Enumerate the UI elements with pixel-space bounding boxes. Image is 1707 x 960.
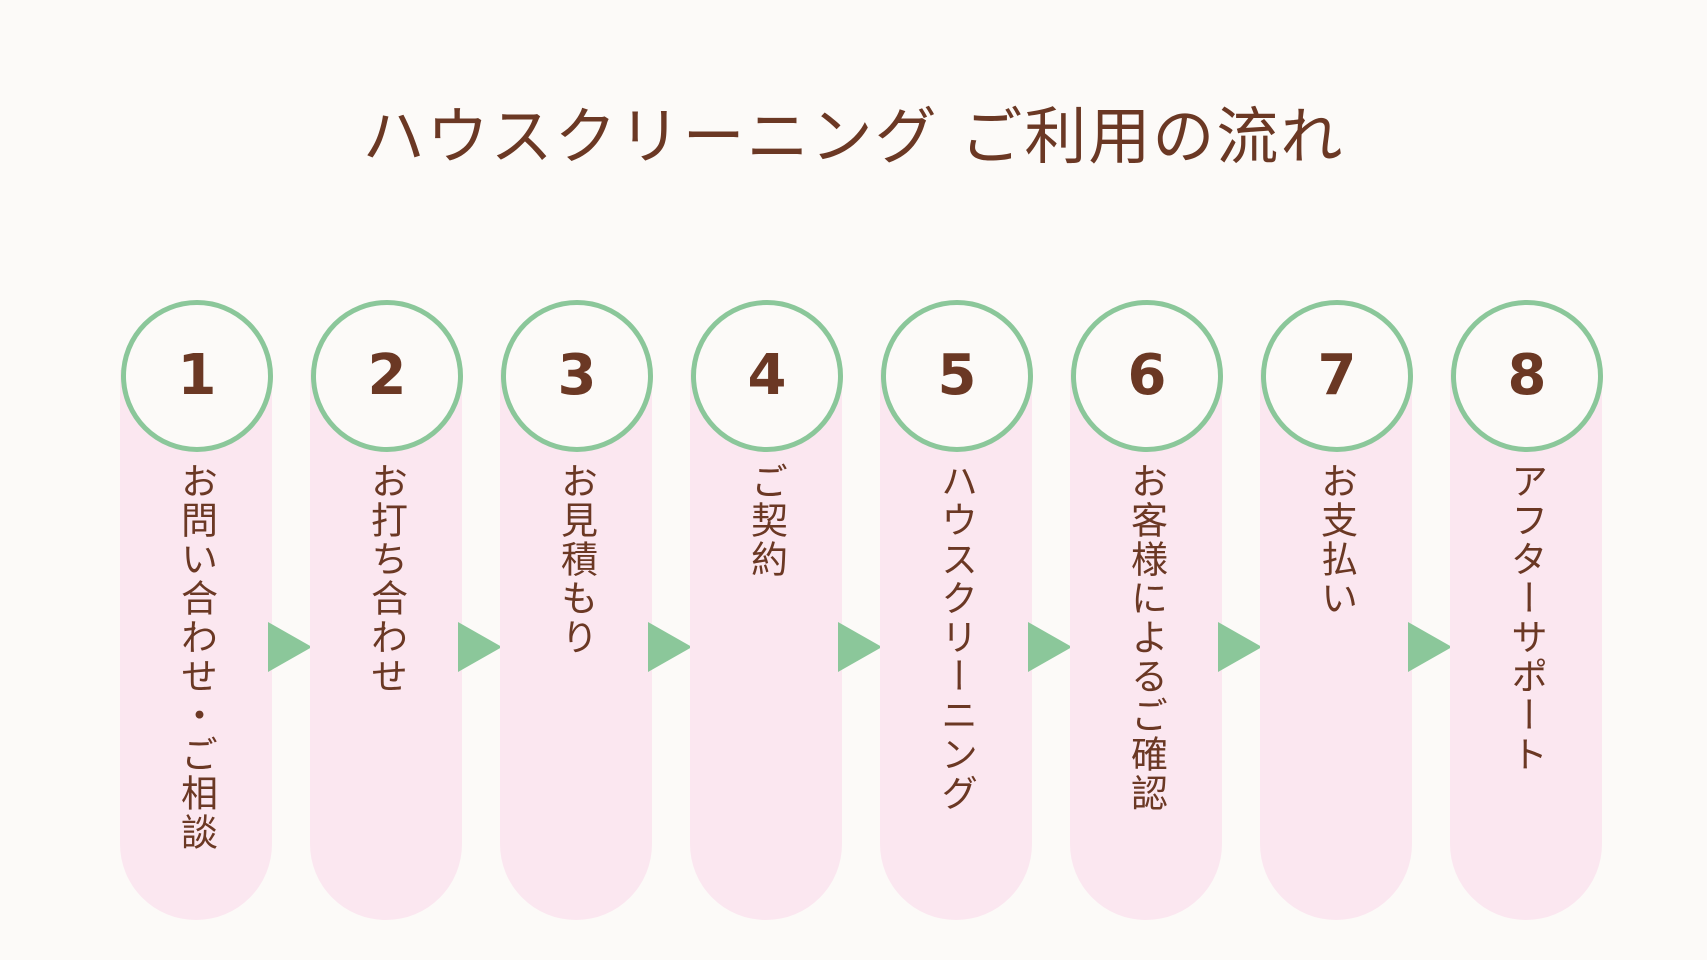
step-8: 8 アフターサポート bbox=[1450, 300, 1603, 920]
arrow-right-icon bbox=[648, 622, 692, 672]
step-number: 5 bbox=[937, 343, 977, 408]
step-5: 5 ハウスクリーニング bbox=[880, 300, 1033, 920]
arrow-right-icon bbox=[1028, 622, 1072, 672]
step-7: 7 お支払い bbox=[1260, 300, 1413, 920]
step-number-circle: 8 bbox=[1451, 300, 1603, 452]
step-label: お客様によるご確認 bbox=[1124, 462, 1168, 813]
step-pill bbox=[1260, 370, 1412, 920]
step-label: お打ち合わせ bbox=[364, 462, 408, 696]
step-number-circle: 5 bbox=[881, 300, 1033, 452]
step-label: お問い合わせ・ご相談 bbox=[174, 462, 218, 852]
step-1: 1 お問い合わせ・ご相談 bbox=[120, 300, 273, 920]
step-label: お支払い bbox=[1314, 462, 1358, 618]
arrow-right-icon bbox=[838, 622, 882, 672]
step-number-circle: 7 bbox=[1261, 300, 1413, 452]
step-label: ご契約 bbox=[744, 462, 788, 579]
step-number: 6 bbox=[1127, 343, 1167, 408]
step-number-circle: 3 bbox=[501, 300, 653, 452]
step-label: お見積もり bbox=[554, 462, 598, 657]
flow-steps: 1 お問い合わせ・ご相談 2 お打ち合わせ 3 お見積もり 4 ご契約 5 ハウ… bbox=[120, 300, 1606, 920]
step-pill bbox=[500, 370, 652, 920]
step-pill bbox=[120, 370, 272, 920]
step-number: 2 bbox=[367, 343, 407, 408]
step-number: 1 bbox=[177, 343, 217, 408]
step-number-circle: 6 bbox=[1071, 300, 1223, 452]
step-pill bbox=[690, 370, 842, 920]
arrow-right-icon bbox=[268, 622, 312, 672]
step-number: 7 bbox=[1317, 343, 1357, 408]
step-label: ハウスクリーニング bbox=[934, 462, 978, 813]
step-number: 8 bbox=[1507, 343, 1547, 408]
arrow-right-icon bbox=[1408, 622, 1452, 672]
arrow-right-icon bbox=[458, 622, 502, 672]
step-2: 2 お打ち合わせ bbox=[310, 300, 463, 920]
step-pill bbox=[1450, 370, 1602, 920]
step-pill bbox=[880, 370, 1032, 920]
step-number-circle: 2 bbox=[311, 300, 463, 452]
step-pill bbox=[1070, 370, 1222, 920]
step-pill bbox=[310, 370, 462, 920]
step-number-circle: 1 bbox=[121, 300, 273, 452]
step-number-circle: 4 bbox=[691, 300, 843, 452]
step-label: アフターサポート bbox=[1504, 462, 1548, 774]
page-title: ハウスクリーニング ご利用の流れ bbox=[362, 100, 1345, 173]
step-6: 6 お客様によるご確認 bbox=[1070, 300, 1223, 920]
step-number: 4 bbox=[747, 343, 787, 408]
step-4: 4 ご契約 bbox=[690, 300, 843, 920]
step-3: 3 お見積もり bbox=[500, 300, 653, 920]
step-number: 3 bbox=[557, 343, 597, 408]
arrow-right-icon bbox=[1218, 622, 1262, 672]
